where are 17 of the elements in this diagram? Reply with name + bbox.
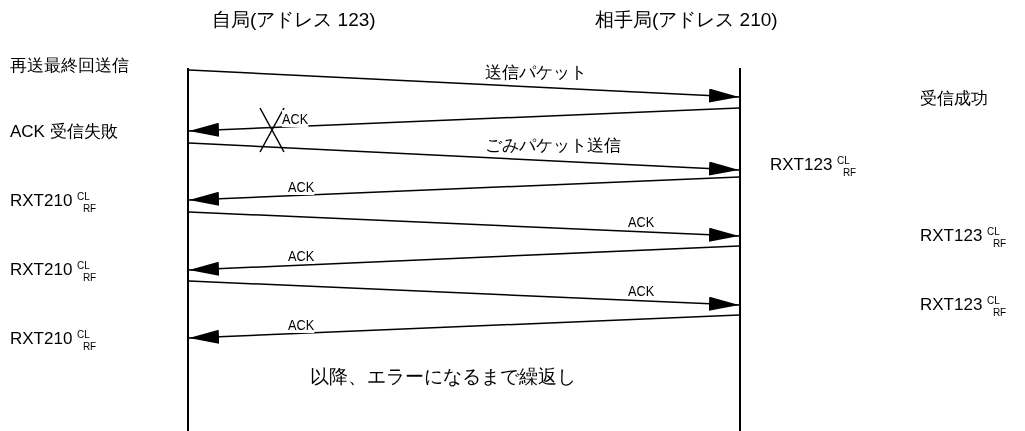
message-arrow xyxy=(188,107,740,137)
state-label: ACK 受信失敗 xyxy=(10,121,118,143)
lifeline-header: 自局(アドレス 123) xyxy=(212,9,376,31)
state-label: 再送最終回送信 xyxy=(10,55,129,77)
message-arrow xyxy=(188,245,740,276)
message-arrow xyxy=(188,314,740,344)
state-label: 受信成功 xyxy=(920,88,988,110)
edge-label: ACK xyxy=(282,110,309,127)
message-arrow xyxy=(188,69,740,103)
note-text: 以降、エラーになるまで繰返し xyxy=(310,366,576,388)
message-arrow xyxy=(188,142,740,176)
message-arrow xyxy=(188,176,740,206)
edge-label: 送信パケット xyxy=(485,64,587,81)
message-arrow xyxy=(188,211,740,242)
lifeline-header: 相手局(アドレス 210) xyxy=(595,9,778,31)
edge-label: ごみパケット送信 xyxy=(485,137,621,154)
message-arrow xyxy=(188,280,740,311)
